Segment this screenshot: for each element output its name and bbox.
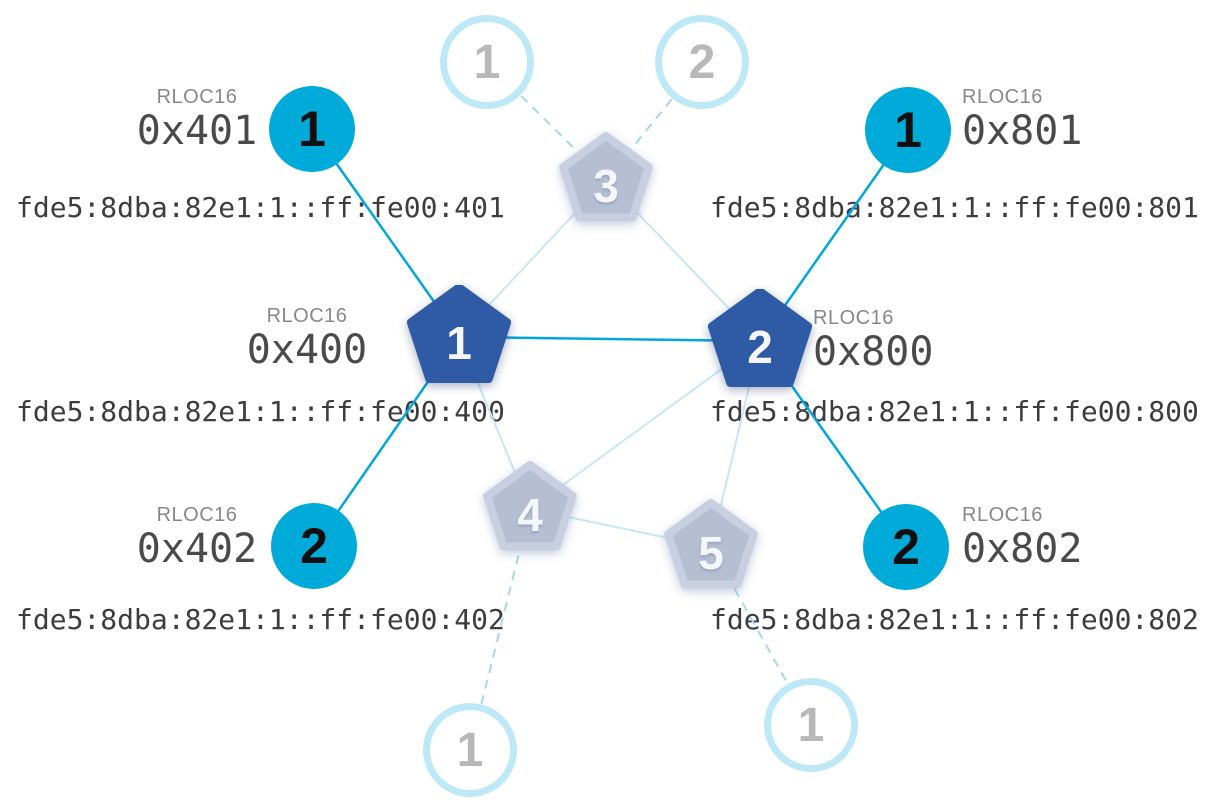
router-number: 1 [446,316,472,369]
label-block-router2: RLOC16 0x800 [813,306,937,374]
node-faded-child-top-right[interactable]: 2 [655,15,749,109]
ipv6-address-child802: fde5:8dba:82e1:1::ff:fe00:802 [710,603,1199,636]
rloc16-value: 0x802 [962,526,1083,572]
node-router-2[interactable]: 2 [705,289,815,394]
ipv6-address-child801: fde5:8dba:82e1:1::ff:fe00:801 [710,191,1199,224]
router-number: 3 [593,159,619,212]
rloc16-value: 0x800 [813,329,934,375]
child-number: 1 [894,102,922,158]
rloc16-value: 0x401 [136,108,258,154]
child-number: 1 [456,723,484,777]
ipv6-address-router2: fde5:8dba:82e1:1::ff:fe00:800 [710,395,1199,428]
rloc16-title: RLOC16 [156,504,238,526]
node-child-801[interactable]: 1 [865,87,951,173]
rloc16-title: RLOC16 [962,504,1043,526]
child-number: 2 [688,35,716,89]
child-number: 1 [298,101,326,157]
child-number: 2 [300,518,328,574]
node-router-4[interactable]: 4 [475,457,585,562]
rloc16-value: 0x400 [246,327,368,373]
label-block-child801: RLOC16 0x801 [962,85,1086,153]
ipv6-address-child401: fde5:8dba:82e1:1::ff:fe00:401 [16,191,505,224]
child-number: 2 [892,519,920,575]
ipv6-address-router1: fde5:8dba:82e1:1::ff:fe00:400 [16,395,505,428]
node-router-1[interactable]: 1 [404,285,514,390]
node-router-5[interactable]: 5 [656,495,766,600]
rloc16-title: RLOC16 [266,305,348,327]
router-number: 4 [517,488,543,541]
ipv6-address-child402: fde5:8dba:82e1:1::ff:fe00:402 [16,603,505,636]
rloc16-title: RLOC16 [962,86,1043,108]
label-block-router1: RLOC16 0x400 [245,304,369,372]
label-block-child802: RLOC16 0x802 [962,503,1086,571]
label-block-child402: RLOC16 0x402 [135,503,259,571]
node-child-402[interactable]: 2 [271,503,357,589]
router-number: 5 [698,526,724,579]
node-faded-child-top-left[interactable]: 1 [440,15,534,109]
label-block-child401: RLOC16 0x401 [135,85,259,153]
rloc16-title: RLOC16 [813,307,894,329]
node-router-3[interactable]: 3 [551,128,661,233]
rloc16-value: 0x402 [136,526,258,572]
child-number: 1 [797,698,825,752]
rloc16-title: RLOC16 [156,86,238,108]
node-child-802[interactable]: 2 [863,504,949,590]
rloc16-value: 0x801 [962,108,1083,154]
node-faded-child-bottom-left[interactable]: 1 [423,703,517,797]
router-number: 2 [747,320,773,373]
node-child-401[interactable]: 1 [269,86,355,172]
child-number: 1 [473,35,501,89]
node-faded-child-bottom-right[interactable]: 1 [764,678,858,772]
